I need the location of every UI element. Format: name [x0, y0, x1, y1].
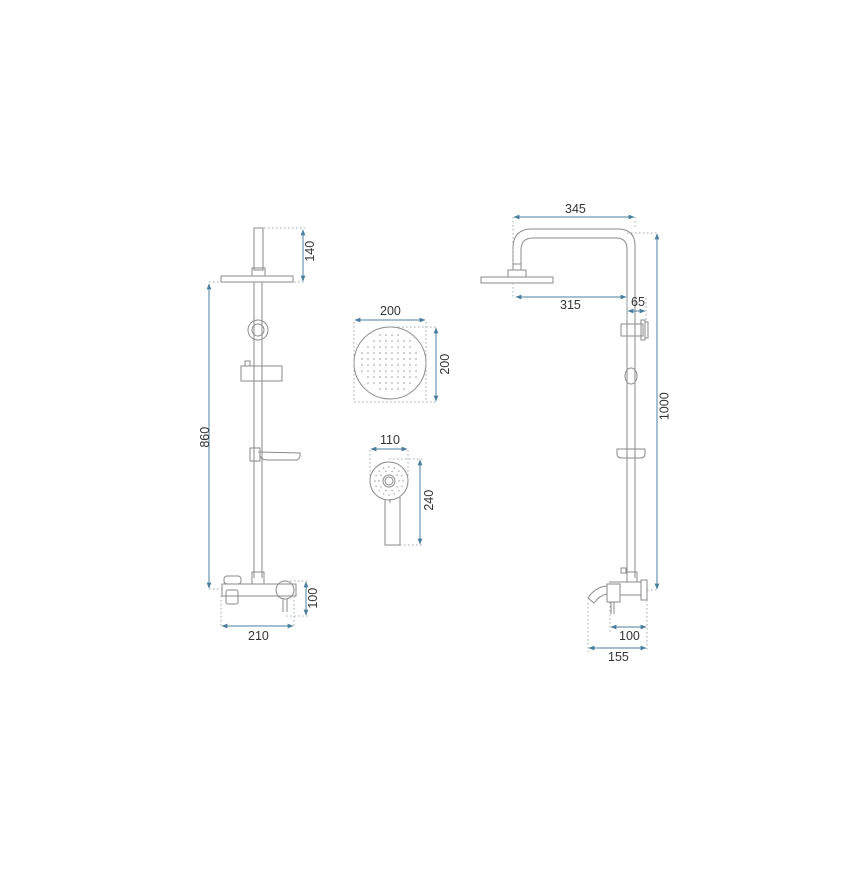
dim-label-spout-depth: 155	[608, 650, 629, 664]
dim-label-head-height: 200	[438, 353, 453, 375]
dim-label-hand-height: 240	[422, 489, 437, 511]
dim-label-head-width: 200	[380, 304, 401, 318]
dim-label-head-offset: 315	[560, 298, 581, 312]
dim-label-front-total-height: 860	[198, 426, 213, 448]
hand-shower	[369, 461, 409, 546]
hand-shower-dimension-lines	[370, 446, 423, 545]
dim-label-bracket-depth: 65	[631, 295, 645, 309]
dim-label-mixer-depth: 100	[619, 629, 640, 643]
dim-label-arm-length: 345	[565, 202, 586, 216]
dim-label-hand-width: 110	[380, 433, 400, 447]
dim-label-top-pipe-height: 140	[303, 240, 318, 262]
dim-label-side-total-height: 1000	[657, 392, 672, 421]
dim-label-mixer-height: 100	[306, 587, 321, 609]
side-view-dimension-lines	[513, 214, 660, 651]
dim-label-mixer-width: 210	[248, 629, 269, 643]
head-shower	[353, 326, 427, 400]
front-view-dimension-lines	[206, 229, 309, 629]
front-view	[220, 227, 301, 612]
side-view	[480, 228, 649, 614]
head-shower-dimension-lines	[354, 317, 439, 402]
